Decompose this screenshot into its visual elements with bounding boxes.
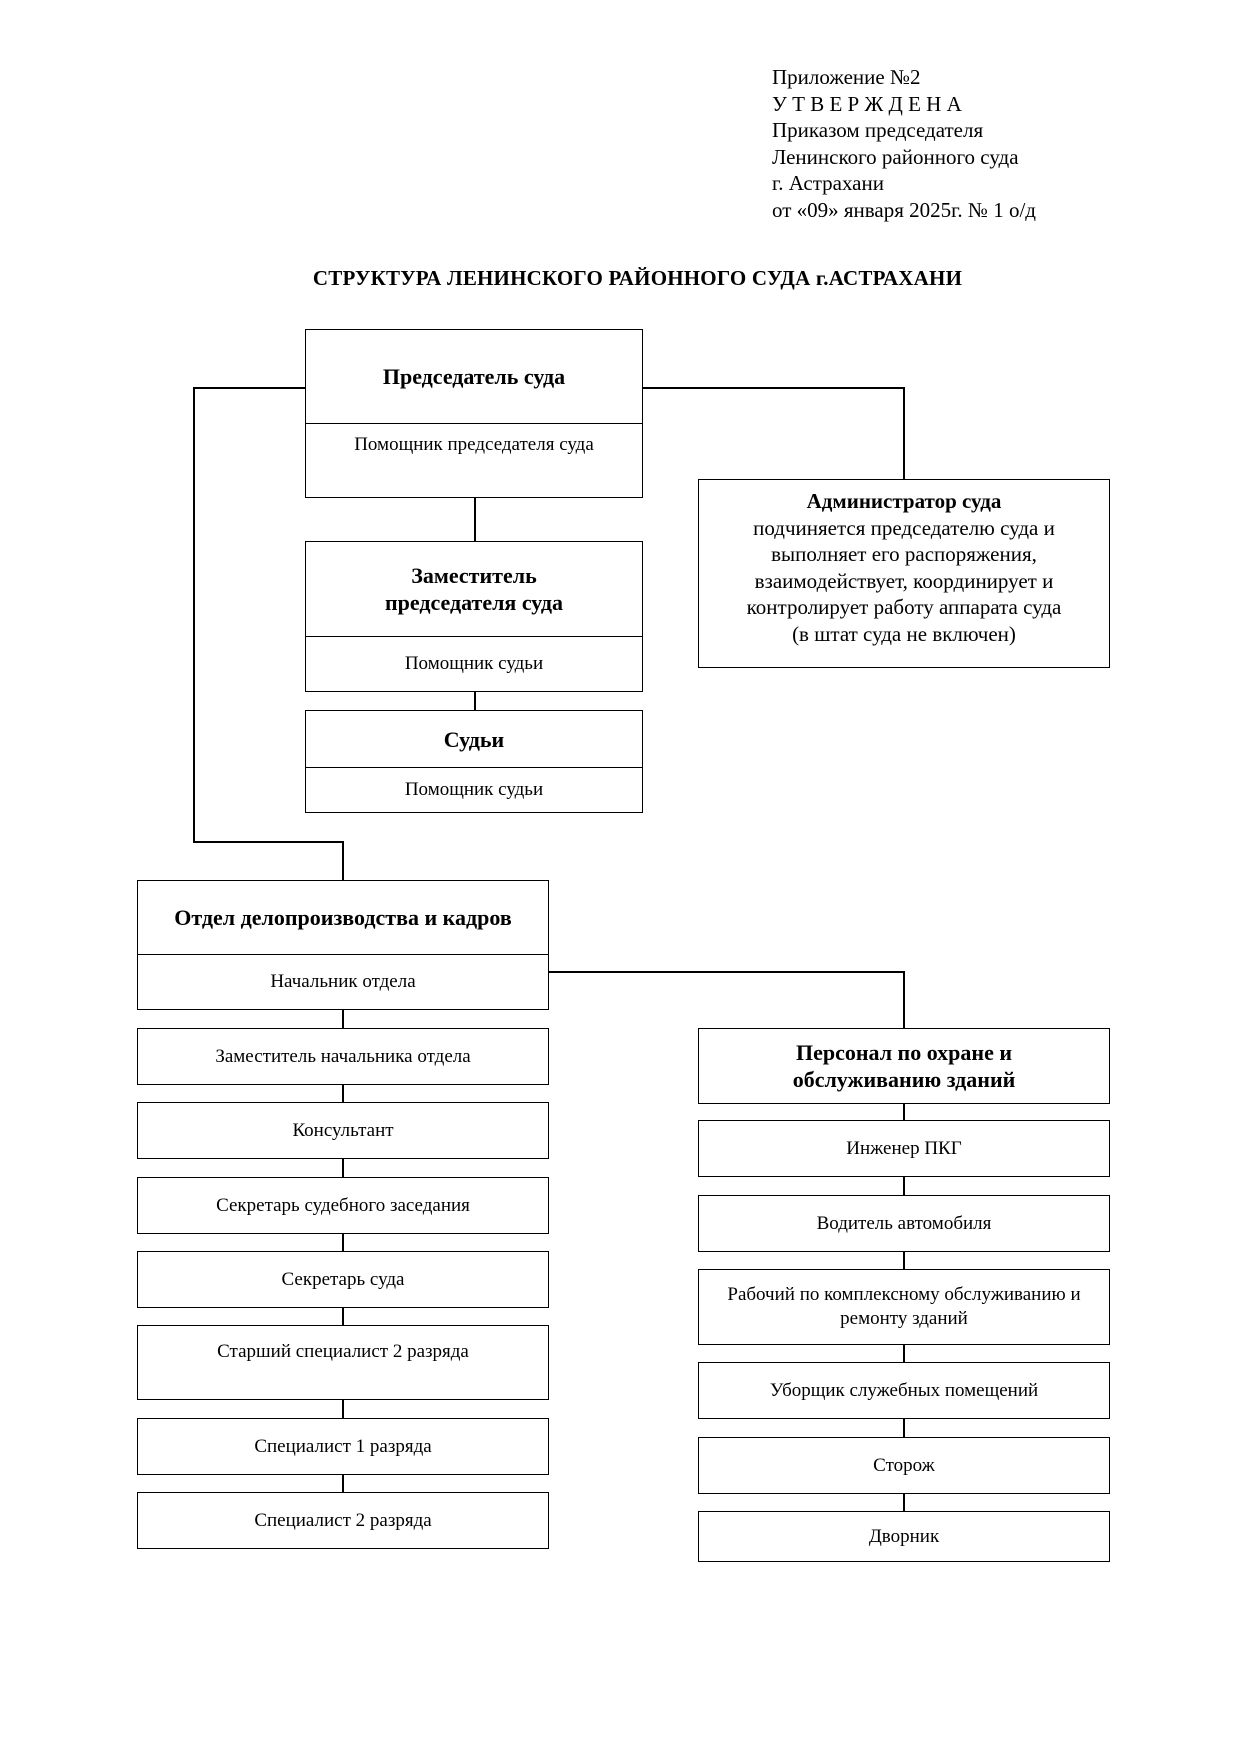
maint-box-cleaner: Уборщик служебных помещений — [698, 1362, 1110, 1419]
page-title: СТРУКТУРА ЛЕНИНСКОГО РАЙОННОГО СУДА г.АС… — [312, 266, 963, 290]
staff-specialist-2: Специалист 2 разряда — [254, 1509, 432, 1531]
maint-repair-worker: Рабочий по комплексному обслуживанию и р… — [727, 1284, 1081, 1329]
staff-consultant: Консультант — [292, 1119, 394, 1141]
staff-box-senior-specialist: Старший специалист 2 разряда — [137, 1325, 549, 1400]
maint-watchman: Сторож — [873, 1454, 935, 1476]
administrator-description-4: контролирует работу аппарата суда — [746, 595, 1062, 619]
connector-right-top — [642, 387, 904, 389]
connector-left-bottom — [193, 841, 343, 843]
administrator-description-2: выполняет его распоряжения, — [771, 542, 1037, 566]
connector-admin-drop — [903, 387, 905, 480]
judges-box: Судьи Помощник судьи — [305, 710, 643, 813]
deputy-assistant: Помощник судьи — [306, 636, 642, 691]
records-department-box: Отдел делопроизводства и кадров Начальни… — [137, 880, 549, 1010]
staff-box-specialist-2: Специалист 2 разряда — [137, 1492, 549, 1549]
maintenance-box: Персонал по охране и обслуживанию зданий — [698, 1028, 1110, 1104]
maint-engineer: Инженер ПКГ — [846, 1137, 962, 1159]
appendix-number: Приложение №2 — [772, 65, 921, 89]
judges-title: Судьи — [443, 726, 505, 752]
administrator-description-3: взаимодействует, координирует и — [754, 568, 1054, 593]
maint-driver: Водитель автомобиля — [816, 1212, 992, 1234]
connector-dept-right — [548, 971, 904, 973]
maint-box-repair-worker: Рабочий по комплексному обслуживанию и р… — [698, 1269, 1110, 1345]
administrator-description-5: (в штат суда не включен) — [792, 621, 1016, 646]
maintenance-title: Персонал по охране и обслуживанию зданий — [792, 1040, 1016, 1092]
connector-left-vertical — [193, 387, 195, 842]
connector-maint-drop — [903, 971, 905, 1028]
order-date-line: от «09» января 2025г. № 1 о/д — [772, 197, 1036, 222]
staff-box-specialist-1: Специалист 1 разряда — [137, 1418, 549, 1475]
staff-box-deputy-head: Заместитель начальника отдела — [137, 1028, 549, 1085]
maint-box-janitor: Дворник — [698, 1511, 1110, 1562]
order-line: Приказом председателя — [772, 118, 984, 142]
maint-cleaner: Уборщик служебных помещений — [769, 1379, 1039, 1401]
maint-box-watchman: Сторож — [698, 1437, 1110, 1494]
deputy-box: Заместитель председателя суда Помощник с… — [305, 541, 643, 692]
connector-deputy-judges — [474, 691, 476, 711]
connector-chair-deputy — [474, 497, 476, 542]
staff-specialist-1: Специалист 1 разряда — [254, 1435, 432, 1457]
staff-senior-specialist: Старший специалист 2 разряда — [217, 1341, 469, 1362]
staff-box-hearing-secretary: Секретарь судебного заседания — [137, 1177, 549, 1234]
staff-court-secretary: Секретарь суда — [281, 1268, 405, 1290]
maint-box-engineer: Инженер ПКГ — [698, 1120, 1110, 1177]
chairman-title: Председатель суда — [382, 364, 566, 389]
staff-hearing-secretary: Секретарь судебного заседания — [216, 1194, 470, 1216]
maint-janitor: Дворник — [868, 1525, 940, 1547]
judges-assistant: Помощник судьи — [306, 767, 642, 812]
staff-deputy-head: Заместитель начальника отдела — [215, 1045, 471, 1067]
records-department-title: Отдел делопроизводства и кадров — [174, 905, 512, 930]
staff-box-court-secretary: Секретарь суда — [137, 1251, 549, 1308]
maint-box-driver: Водитель автомобиля — [698, 1195, 1110, 1252]
city-line: г. Астрахани — [772, 171, 884, 195]
administrator-box: Администратор суда подчиняется председат… — [698, 479, 1110, 668]
approved-label: У Т В Е Р Ж Д Е Н А — [772, 91, 962, 116]
chairman-box: Председатель суда Помощник председателя … — [305, 329, 643, 498]
administrator-title: Администратор суда — [806, 489, 1002, 513]
approval-stamp: Приложение №2 У Т В Е Р Ж Д Е Н А Приказ… — [772, 64, 1036, 223]
administrator-description-1: подчиняется председателю суда и — [753, 515, 1055, 540]
connector-left-top — [193, 387, 306, 389]
records-department-head: Начальник отдела — [138, 954, 548, 1009]
connector-dept-drop — [342, 841, 344, 881]
court-name-line: Ленинского районного суда — [772, 144, 1019, 169]
staff-box-consultant: Консультант — [137, 1102, 549, 1159]
chairman-assistant: Помощник председателя суда — [306, 423, 642, 497]
deputy-title: Заместитель председателя суда — [384, 563, 564, 615]
